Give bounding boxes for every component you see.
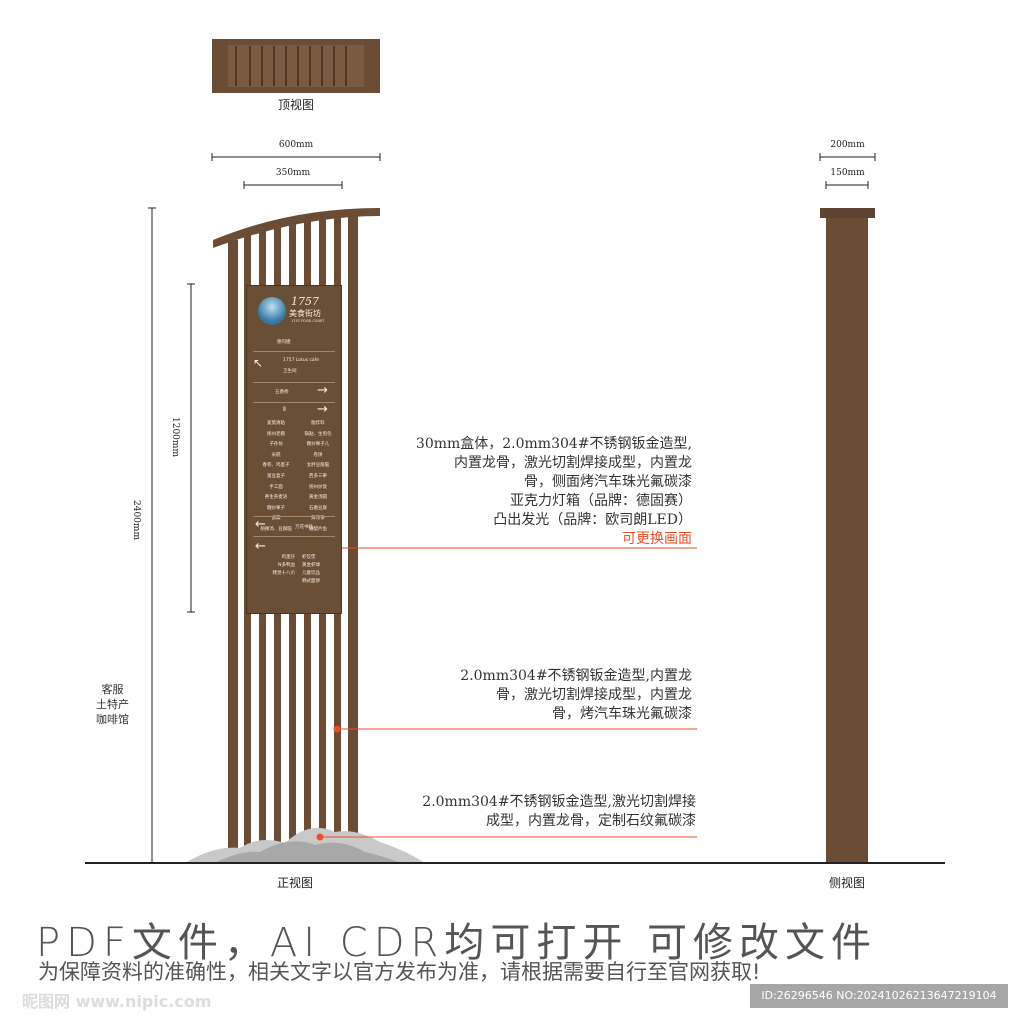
dim-600: 600mm	[278, 140, 314, 150]
dim-1200: 1200mm	[170, 417, 180, 457]
slats-note: 2.0mm304#不锈钢钣金造型,内置龙骨，激光切割焊接成型，内置龙骨，烤汽车珠…	[460, 668, 692, 722]
brand-name: 美食街坊	[289, 309, 321, 318]
sign-item: 德司捷	[277, 340, 291, 345]
label-specialty: 土特产	[96, 698, 129, 711]
sign-toilet: 卫生间	[283, 369, 297, 374]
footer-file-formats: PDF文件，AI CDR均可打开 可修改文件	[36, 920, 878, 966]
brand-en: 1757 FOOD COURT	[291, 319, 325, 323]
brand-number: 1757	[291, 295, 319, 308]
top-view-label: 顶视图	[277, 98, 314, 112]
lightbox-note: 30mm盒体，2.0mm304#不锈钢钣金造型,内置龙骨，激光切割焊接成型，内置…	[380, 435, 692, 549]
base-note: 2.0mm304#不锈钢钣金造型,激光切割焊接成型，内置龙骨，定制石纹氟碳漆	[422, 794, 696, 829]
replaceable-note: 可更换画面	[622, 531, 692, 547]
top-view-graphic	[212, 39, 380, 93]
dim-350: 350mm	[275, 168, 311, 178]
sign-bridge: 五香桥	[275, 390, 289, 395]
arrow-right-icon: →	[317, 383, 328, 398]
dim-150: 150mm	[830, 168, 865, 178]
footer-disclaimer: 为保障资料的准确性，相关文字以官方发布为准，请根据需要自行至官网获取!	[38, 960, 761, 984]
label-cafe: 咖啡馆	[96, 713, 129, 726]
sign-panel: 1757 美食街坊 1757 FOOD COURT 德司捷 ↖ 1757 Lot…	[246, 285, 342, 614]
front-view-label: 正视图	[276, 876, 313, 890]
restaurant-icon: Ⅱ	[283, 406, 286, 413]
arrow-right-icon: →	[317, 402, 328, 417]
arrow-left-icon: ←	[255, 517, 266, 532]
dim-2400: 2400mm	[131, 500, 141, 540]
bottom-right-list: 虾饺堡黄金虾球儿童饮品韩式面饼	[302, 555, 320, 584]
arrow-left-icon: ←	[255, 539, 266, 554]
logo-image	[258, 297, 286, 325]
side-view-graphic	[820, 208, 875, 863]
left-labels: 客服 土特产 咖啡馆	[96, 682, 129, 727]
left-food-list: 爱莫清粘扬州老鹅子孙坊米糕春卷、鸡蛋子富豆盒子手工面养生荞麦语糖炒栗子卤菜胡辣汤…	[260, 421, 292, 532]
rock-base	[185, 827, 425, 863]
dim-200: 200mm	[830, 140, 865, 150]
sign-cafe: 1757 Lotus cafe	[283, 358, 320, 363]
sign-book: 万花书社	[295, 525, 313, 530]
watermark: 昵图网 www.nipic.com	[22, 992, 212, 1011]
right-food-list: 脆炸料锅贴、生煎包糖炒栗子儿卷饼女胖豆腐脑西多三拳扬州炒饭黄金汤圆石磨豆腐鲜汤饼…	[304, 421, 332, 532]
side-view-label: 侧视图	[828, 876, 865, 890]
label-service: 客服	[101, 683, 124, 696]
dimension-lines	[148, 153, 876, 863]
arrow-upleft-icon: ↖	[253, 356, 264, 370]
image-id: ID:26296546 NO:20241026213647219104	[750, 984, 1008, 1008]
